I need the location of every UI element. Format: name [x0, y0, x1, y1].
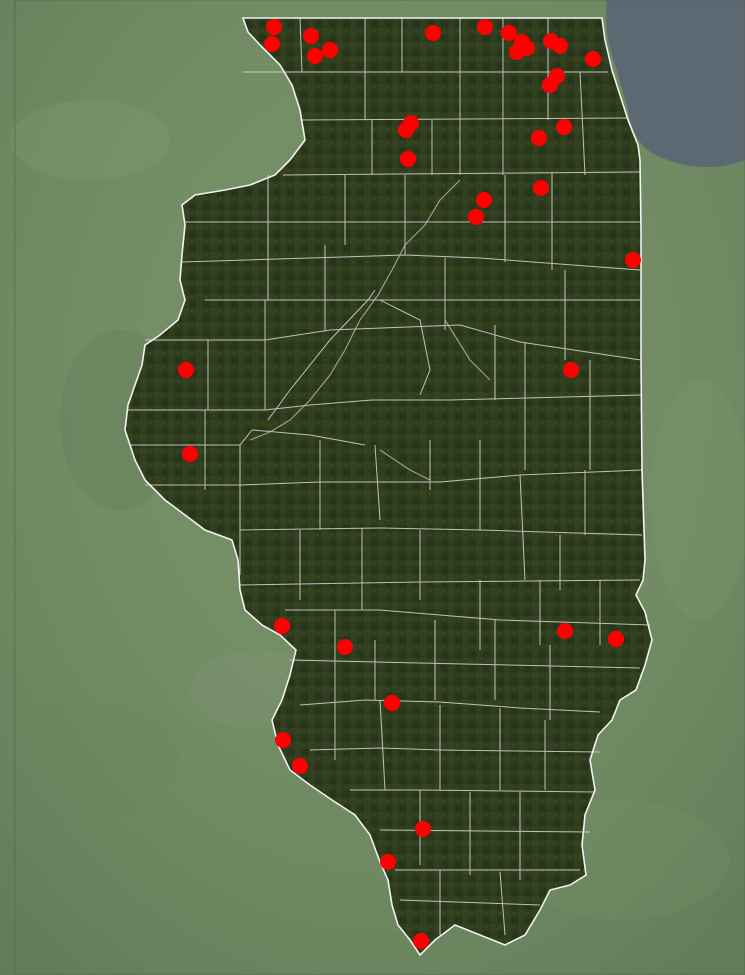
map-marker[interactable]: [557, 623, 573, 639]
map-marker[interactable]: [303, 28, 319, 44]
map-marker[interactable]: [400, 151, 416, 167]
map-marker[interactable]: [337, 639, 353, 655]
map-marker[interactable]: [556, 119, 572, 135]
map-marker[interactable]: [509, 44, 525, 60]
illinois-state-border: [124, 17, 653, 957]
map-marker[interactable]: [178, 362, 194, 378]
map-marker[interactable]: [552, 38, 568, 54]
map-marker[interactable]: [274, 618, 290, 634]
location-markers[interactable]: [178, 19, 641, 949]
county-boundaries: [128, 17, 651, 936]
map-marker[interactable]: [264, 36, 280, 52]
map-marker[interactable]: [384, 695, 400, 711]
map-marker[interactable]: [468, 209, 484, 225]
map-marker[interactable]: [625, 252, 641, 268]
illinois-state-area: [125, 18, 652, 955]
map-marker[interactable]: [563, 362, 579, 378]
map-marker[interactable]: [608, 631, 624, 647]
map-marker[interactable]: [531, 130, 547, 146]
map-marker[interactable]: [413, 933, 429, 949]
map-frame-border: [14, 0, 745, 975]
map-marker[interactable]: [292, 758, 308, 774]
rivers: [249, 179, 491, 481]
map-marker[interactable]: [585, 51, 601, 67]
map-marker[interactable]: [307, 48, 323, 64]
map-marker[interactable]: [415, 821, 431, 837]
map-marker[interactable]: [322, 42, 338, 58]
map-marker[interactable]: [275, 732, 291, 748]
map-marker[interactable]: [266, 19, 282, 35]
map-marker[interactable]: [476, 192, 492, 208]
map-marker[interactable]: [425, 25, 441, 41]
map-marker[interactable]: [398, 122, 414, 138]
map-marker[interactable]: [182, 446, 198, 462]
map-marker[interactable]: [380, 854, 396, 870]
lake-michigan: [606, 0, 745, 168]
map-marker[interactable]: [533, 180, 549, 196]
map-marker[interactable]: [477, 19, 493, 35]
map-marker[interactable]: [501, 25, 517, 41]
map-marker[interactable]: [542, 77, 558, 93]
